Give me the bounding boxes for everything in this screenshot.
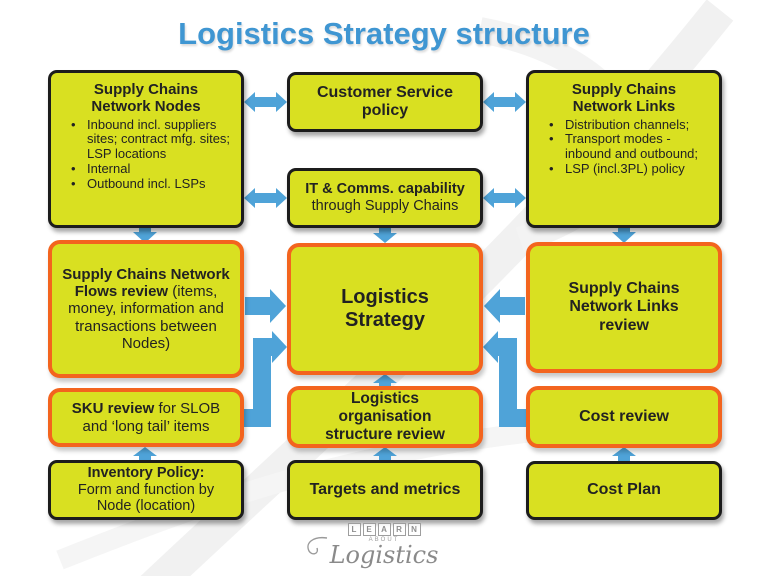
logo-logistics-script: Logistics (307, 536, 459, 567)
box-heading: SKU review (71, 400, 155, 418)
box-label: Logistics Strategy (341, 286, 429, 331)
box-heading: Supply Chains Network Flows review (62, 265, 230, 301)
logo-swirl-icon (307, 536, 328, 555)
box-logistics-organisation-structure-review: Logistics organisation structure review (287, 386, 483, 448)
box-supply-chains-network-nodes: Supply Chains Network Nodes Inbound incl… (48, 70, 244, 228)
box-label: Cost Plan (587, 481, 661, 499)
box-heading: IT & Comms. capability (305, 181, 465, 198)
bullet-item: Transport modes - inbound and outbound; (543, 131, 711, 162)
logo-letter: L (347, 523, 361, 536)
box-subtext: (items, money, information and transacti… (68, 283, 224, 352)
learn-about-logistics-logo: L E A R N ABOUT Logistics (307, 523, 459, 567)
bullet-item: Inbound incl. suppliers sites; contract … (65, 117, 233, 162)
box-sku-review: SKU review for SLOB and ‘long tail’ item… (48, 388, 244, 447)
box-label: Targets and metrics (309, 480, 461, 498)
box-label: Logistics organisation structure review (325, 390, 445, 443)
arrow-sku-review-to-strategy-elbow (244, 331, 287, 427)
box-label: Customer Service policy (316, 83, 454, 119)
logo-letter: E (362, 523, 376, 536)
bullet-item: LSP (incl.3PL) policy (543, 161, 711, 177)
arrow-nodes-itcomms-bidirectional (244, 188, 287, 208)
arrow-flows-review-to-strategy-right (245, 289, 286, 323)
arrow-itcomms-links-bidirectional (483, 188, 526, 208)
box-label: Supply Chains Network Links review (568, 279, 680, 334)
logo-letter: A (377, 523, 391, 536)
box-targets-and-metrics: Targets and metrics (287, 460, 483, 520)
logo-letter: N (407, 523, 421, 536)
box-cost-review: Cost review (526, 386, 722, 448)
logo-letter: R (392, 523, 406, 536)
box-cost-plan: Cost Plan (526, 461, 722, 520)
box-it-comms-capability: IT & Comms. capability through Supply Ch… (287, 168, 483, 228)
bullet-item: Distribution channels; (543, 117, 711, 133)
box-inventory-policy: Inventory Policy: Form and function by N… (48, 460, 244, 520)
arrow-customer-links-bidirectional (483, 92, 526, 112)
arrow-cost-review-to-strategy-elbow (483, 331, 526, 427)
box-subtext: through Supply Chains (311, 198, 459, 214)
page-title: Logistics Strategy structure (178, 16, 590, 51)
arrow-nodes-customer-bidirectional (244, 92, 287, 112)
box-supply-chains-network-links: Supply Chains Network Links Distribution… (526, 70, 722, 228)
bullet-item: Outbound incl. LSPs (65, 176, 233, 192)
network-links-bullet-list: Distribution channels; Transport modes -… (537, 117, 711, 177)
arrow-inventory-to-sku-up (133, 447, 157, 463)
box-subtext: for SLOB and ‘long tail’ items (82, 400, 221, 435)
arrow-links-to-links-review-down (612, 224, 636, 243)
box-heading: Supply Chains Network Nodes (91, 81, 201, 116)
network-nodes-bullet-list: Inbound incl. suppliers sites; contract … (59, 117, 233, 192)
logo-learn-letters: L E A R N (309, 523, 459, 536)
box-network-flows-review: Supply Chains Network Flows review (item… (48, 240, 244, 378)
arrow-itcomms-to-strategy-down (373, 225, 397, 243)
logo-about-text: ABOUT (368, 537, 400, 543)
arrow-cost-plan-to-cost-review-up (612, 447, 636, 463)
box-network-links-review: Supply Chains Network Links review (526, 242, 722, 373)
box-heading: Supply Chains Network Links (571, 81, 677, 116)
box-subtext: Form and function by Node (location) (77, 481, 215, 515)
arrow-links-review-to-strategy-left (484, 289, 525, 323)
bullet-item: Internal (65, 161, 233, 177)
box-label: Cost review (579, 407, 669, 425)
box-heading: Inventory Policy: (87, 465, 205, 481)
box-customer-service-policy: Customer Service policy (287, 72, 483, 132)
arrow-nodes-to-flows-review-down (133, 224, 157, 243)
arrow-targets-to-org-review-up (373, 447, 397, 463)
box-logistics-strategy: Logistics Strategy (287, 243, 483, 375)
